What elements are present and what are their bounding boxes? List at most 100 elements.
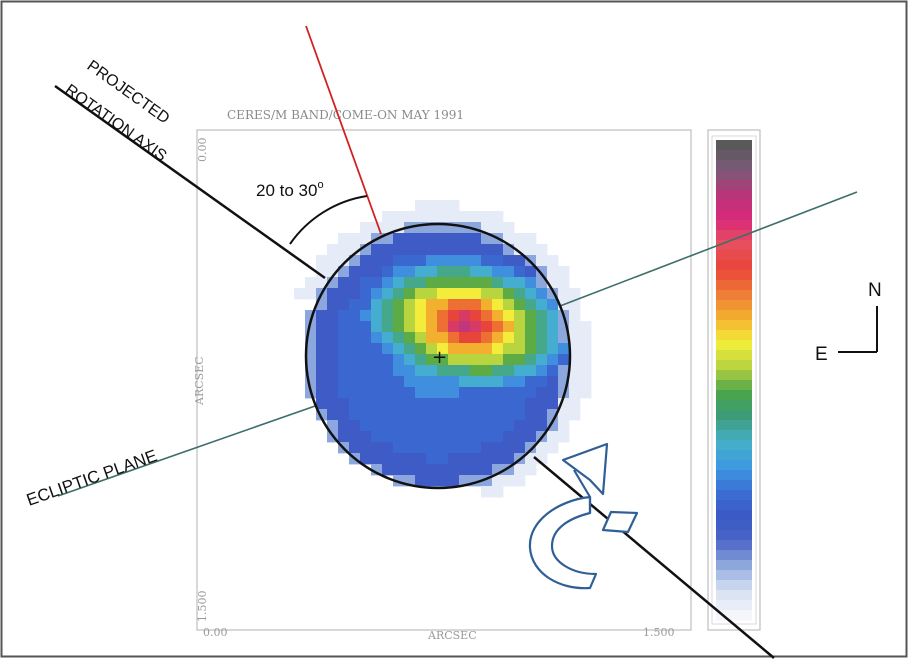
- colorbar-segment: [716, 200, 752, 211]
- image-pixel: [558, 431, 570, 443]
- image-pixel: [547, 409, 559, 421]
- image-pixel: [349, 255, 361, 267]
- image-pixel: [437, 211, 449, 223]
- image-pixel: [404, 475, 416, 487]
- image-pixel: [448, 387, 460, 399]
- image-pixel: [305, 288, 317, 300]
- image-pixel: [514, 244, 526, 256]
- image-pixel: [404, 288, 416, 300]
- image-pixel: [393, 365, 405, 377]
- y-axis-label: ARCSEC: [193, 356, 206, 406]
- image-pixel: [371, 398, 383, 410]
- image-pixel: [415, 442, 427, 454]
- image-pixel: [305, 365, 317, 377]
- colorbar-segment: [716, 410, 752, 421]
- image-pixel: [371, 332, 383, 344]
- colorbar-segment: [716, 460, 752, 471]
- image-pixel: [426, 222, 438, 234]
- image-pixel: [404, 343, 416, 355]
- image-pixel: [547, 266, 559, 278]
- image-pixel: [382, 222, 394, 234]
- image-pixel: [470, 255, 482, 267]
- image-pixel: [536, 299, 548, 311]
- image-pixel: [338, 343, 350, 355]
- image-pixel: [470, 365, 482, 377]
- x-tick-start: 0.00: [203, 626, 228, 639]
- image-pixel: [371, 244, 383, 256]
- rotation-arrow-icon: [528, 442, 639, 590]
- image-pixel: [371, 310, 383, 322]
- image-pixel: [580, 376, 592, 388]
- image-pixel: [448, 343, 460, 355]
- image-pixel: [448, 398, 460, 410]
- colorbar-segment: [716, 390, 752, 401]
- image-pixel: [536, 442, 548, 454]
- image-pixel: [393, 354, 405, 366]
- x-axis-label: ARCSEC: [427, 629, 477, 642]
- image-pixel: [349, 332, 361, 344]
- image-pixel: [503, 222, 515, 234]
- image-pixel: [404, 365, 416, 377]
- image-pixel: [393, 376, 405, 388]
- image-pixel: [503, 365, 515, 377]
- image-pixel: [503, 288, 515, 300]
- image-pixel: [492, 442, 504, 454]
- image-pixel: [404, 354, 416, 366]
- image-pixel: [514, 420, 526, 432]
- image-pixel: [569, 321, 581, 333]
- image-pixel: [459, 244, 471, 256]
- image-pixel: [316, 376, 328, 388]
- colorbar-segment: [716, 170, 752, 181]
- image-pixel: [470, 409, 482, 421]
- image-pixel: [349, 233, 361, 245]
- image-pixel: [382, 464, 394, 476]
- image-pixel: [360, 332, 372, 344]
- image-pixel: [569, 343, 581, 355]
- image-pixel: [404, 299, 416, 311]
- image-pixel: [514, 255, 526, 267]
- image-pixel: [558, 288, 570, 300]
- image-pixel: [525, 277, 537, 289]
- image-pixel: [382, 398, 394, 410]
- image-pixel: [426, 255, 438, 267]
- image-pixel: [360, 244, 372, 256]
- image-pixel: [492, 244, 504, 256]
- image-pixel: [360, 222, 372, 234]
- image-pixel: [437, 200, 449, 212]
- image-pixel: [503, 354, 515, 366]
- colorbar-segment: [716, 430, 752, 441]
- image-pixel: [404, 398, 416, 410]
- image-pixel: [360, 266, 372, 278]
- colorbar-segment: [716, 400, 752, 411]
- image-pixel: [459, 310, 471, 322]
- colorbar: [716, 140, 752, 621]
- colorbar-segment: [716, 470, 752, 481]
- ceres-disk-outline: [304, 222, 572, 490]
- colorbar-segment: [716, 320, 752, 331]
- image-pixel: [536, 266, 548, 278]
- image-pixel: [569, 310, 581, 322]
- image-pixel: [294, 288, 306, 300]
- image-pixel: [459, 365, 471, 377]
- image-pixel: [481, 365, 493, 377]
- image-pixel: [327, 255, 339, 267]
- image-pixel: [426, 387, 438, 399]
- image-pixel: [470, 376, 482, 388]
- image-pixel: [558, 343, 570, 355]
- image-pixel: [536, 321, 548, 333]
- image-pixel: [459, 453, 471, 465]
- image-pixel: [338, 244, 350, 256]
- image-pixel: [481, 420, 493, 432]
- image-pixel: [415, 475, 427, 487]
- image-pixel: [558, 376, 570, 388]
- image-pixel: [514, 299, 526, 311]
- image-pixel: [393, 387, 405, 399]
- image-pixel: [437, 464, 449, 476]
- image-pixel: [316, 398, 328, 410]
- image-pixel: [536, 255, 548, 267]
- plot-frame: [196, 129, 692, 631]
- image-pixel: [448, 211, 460, 223]
- image-pixel: [525, 398, 537, 410]
- colorbar-segment: [716, 300, 752, 311]
- image-pixel: [481, 398, 493, 410]
